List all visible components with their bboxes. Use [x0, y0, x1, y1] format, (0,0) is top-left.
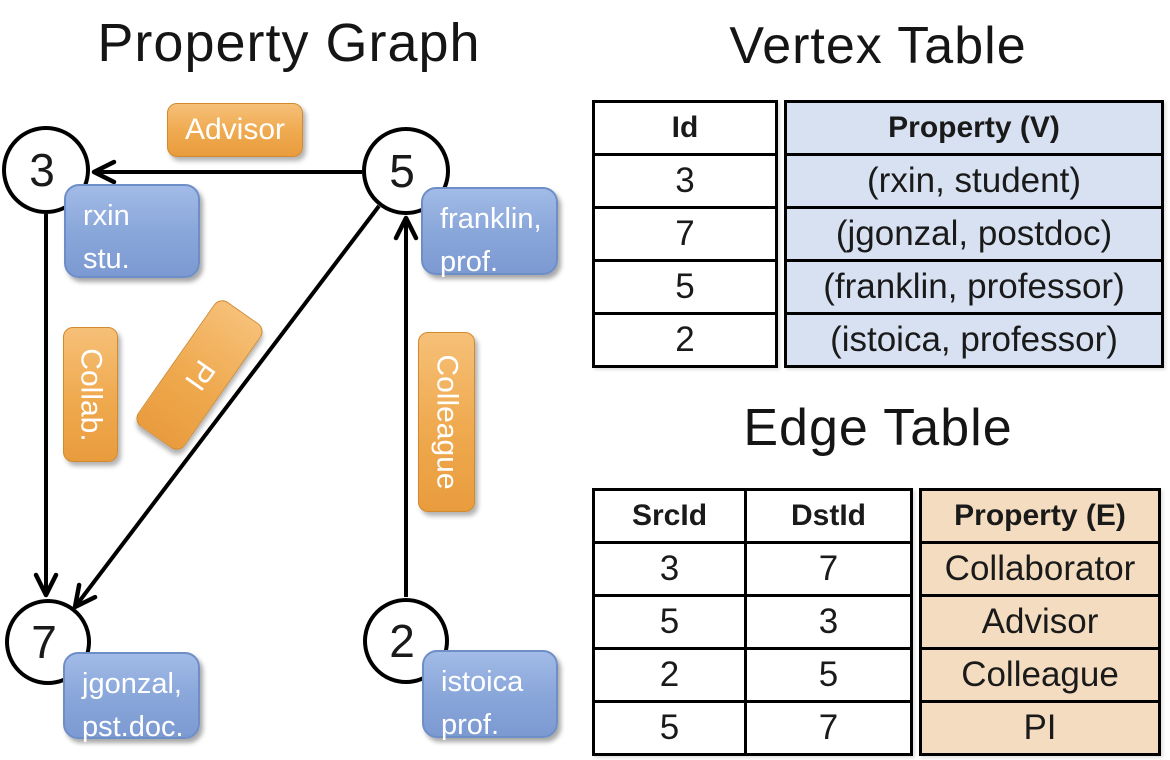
vertex-property-box-rxin-line1: rxin	[83, 200, 130, 232]
graph-node-2: 2	[363, 598, 449, 684]
edge-table-dstid-header: DstId	[744, 488, 913, 544]
edge-table-row: PI	[919, 700, 1161, 756]
edge-table-row: Collaborator	[919, 541, 1161, 597]
edge-srcid-cell: 3	[592, 541, 747, 597]
vertex-property-cell: (jgonzal, postdoc)	[784, 206, 1164, 262]
graph-node-5: 5	[362, 127, 450, 215]
edge-table-id-columns: SrcId DstId 3 7 5 3 2 5 5 7	[592, 488, 913, 756]
vertex-property-box-istoica-line2: prof.	[441, 708, 500, 741]
graph-node-5-id: 5	[389, 145, 415, 197]
vertex-table-id-header: Id	[592, 100, 778, 156]
vertex-table-row: (istoica, professor)	[784, 312, 1164, 368]
edge-label-advisor-text: Advisor	[184, 113, 286, 146]
vertex-table: Id 3 7 5 2 Property (V) (rxin, student) …	[592, 100, 1164, 368]
edge-dstid-cell: 3	[744, 594, 913, 650]
vertex-id-cell: 3	[592, 153, 778, 209]
edge-property-cell: Collaborator	[919, 541, 1161, 597]
edge-table-srcid-header: SrcId	[592, 488, 747, 544]
edge-table-row: 2 5	[592, 647, 913, 703]
edge-table-header-row: SrcId DstId	[592, 488, 913, 544]
vertex-property-box-franklin-line2: prof.	[440, 245, 499, 278]
vertex-property-box-jgonzal-line1: jgonzal,	[82, 668, 182, 700]
edge-table-header-row: Property (E)	[919, 488, 1161, 544]
edge-table-row: 5 3	[592, 594, 913, 650]
edge-srcid-cell: 5	[592, 700, 747, 756]
vertex-property-cell: (franklin, professor)	[784, 259, 1164, 315]
edge-label-pi-text: PI	[178, 354, 222, 397]
edge-property-cell: Advisor	[919, 594, 1161, 650]
edge-dstid-cell: 7	[744, 700, 913, 756]
graph-edges-canvas	[33, 159, 419, 610]
edge-property-cell: Colleague	[919, 647, 1161, 703]
vertex-property-box-istoica: istoica prof.	[422, 650, 558, 741]
vertex-property-box-jgonzal: jgonzal, pst.doc.	[63, 652, 200, 743]
vertex-table-row: (franklin, professor)	[784, 259, 1164, 315]
vertex-table-row: 2	[592, 312, 778, 368]
edge-label-collab-text: Collab.	[74, 347, 108, 442]
vertex-table-header-row: Property (V)	[784, 100, 1164, 156]
edge-table-row: Advisor	[919, 594, 1161, 650]
edge-label-colleague: Colleague	[418, 332, 475, 512]
edge-label-collab: Collab.	[63, 327, 118, 462]
vertex-property-box-franklin: franklin, prof.	[421, 187, 558, 278]
edge-table-row: 3 7	[592, 541, 913, 597]
edge-dstid-cell: 5	[744, 647, 913, 703]
vertex-table-row: (jgonzal, postdoc)	[784, 206, 1164, 262]
edge-table: SrcId DstId 3 7 5 3 2 5 5 7 Property (E)	[592, 488, 1161, 756]
vertex-table-row: 5	[592, 259, 778, 315]
edge-table-property-column: Property (E) Collaborator Advisor Collea…	[919, 488, 1161, 756]
property-graph-title: Property Graph	[97, 13, 481, 73]
edge-dstid-cell: 7	[744, 541, 913, 597]
vertex-property-cell: (istoica, professor)	[784, 312, 1164, 368]
edge-table-title: Edge Table	[743, 399, 1013, 457]
graph-node-7-id: 7	[31, 616, 57, 668]
edge-srcid-cell: 2	[592, 647, 747, 703]
vertex-id-cell: 7	[592, 206, 778, 262]
vertex-id-cell: 2	[592, 312, 778, 368]
edge-label-advisor: Advisor	[167, 103, 303, 157]
vertex-table-property-header: Property (V)	[784, 100, 1164, 156]
vertex-table-title: Vertex Table	[729, 17, 1027, 75]
edge-table-row: Colleague	[919, 647, 1161, 703]
edge-srcid-cell: 5	[592, 594, 747, 650]
vertex-id-cell: 5	[592, 259, 778, 315]
vertex-property-box-rxin: rxin stu.	[64, 184, 200, 278]
vertex-table-row: 7	[592, 206, 778, 262]
vertex-property-box-istoica-line1: istoica	[441, 666, 524, 698]
vertex-property-box-jgonzal-line2: pst.doc.	[82, 710, 184, 743]
edge-property-cell: PI	[919, 700, 1161, 756]
vertex-table-header-row: Id	[592, 100, 778, 156]
vertex-table-row: 3	[592, 153, 778, 209]
edge-table-row: 5 7	[592, 700, 913, 756]
edge-label-colleague-text: Colleague	[430, 354, 464, 490]
vertex-property-box-rxin-line2: stu.	[83, 242, 130, 275]
graph-node-2-id: 2	[389, 615, 415, 667]
vertex-property-box-franklin-line1: franklin,	[440, 203, 542, 235]
vertex-table-property-column: Property (V) (rxin, student) (jgonzal, p…	[784, 100, 1164, 368]
vertex-property-cell: (rxin, student)	[784, 153, 1164, 209]
vertex-table-id-column: Id 3 7 5 2	[592, 100, 778, 368]
edge-table-property-header: Property (E)	[919, 488, 1161, 544]
vertex-table-row: (rxin, student)	[784, 153, 1164, 209]
graph-node-3-id: 3	[29, 144, 55, 196]
edge-pi-5-to-7	[72, 204, 381, 610]
